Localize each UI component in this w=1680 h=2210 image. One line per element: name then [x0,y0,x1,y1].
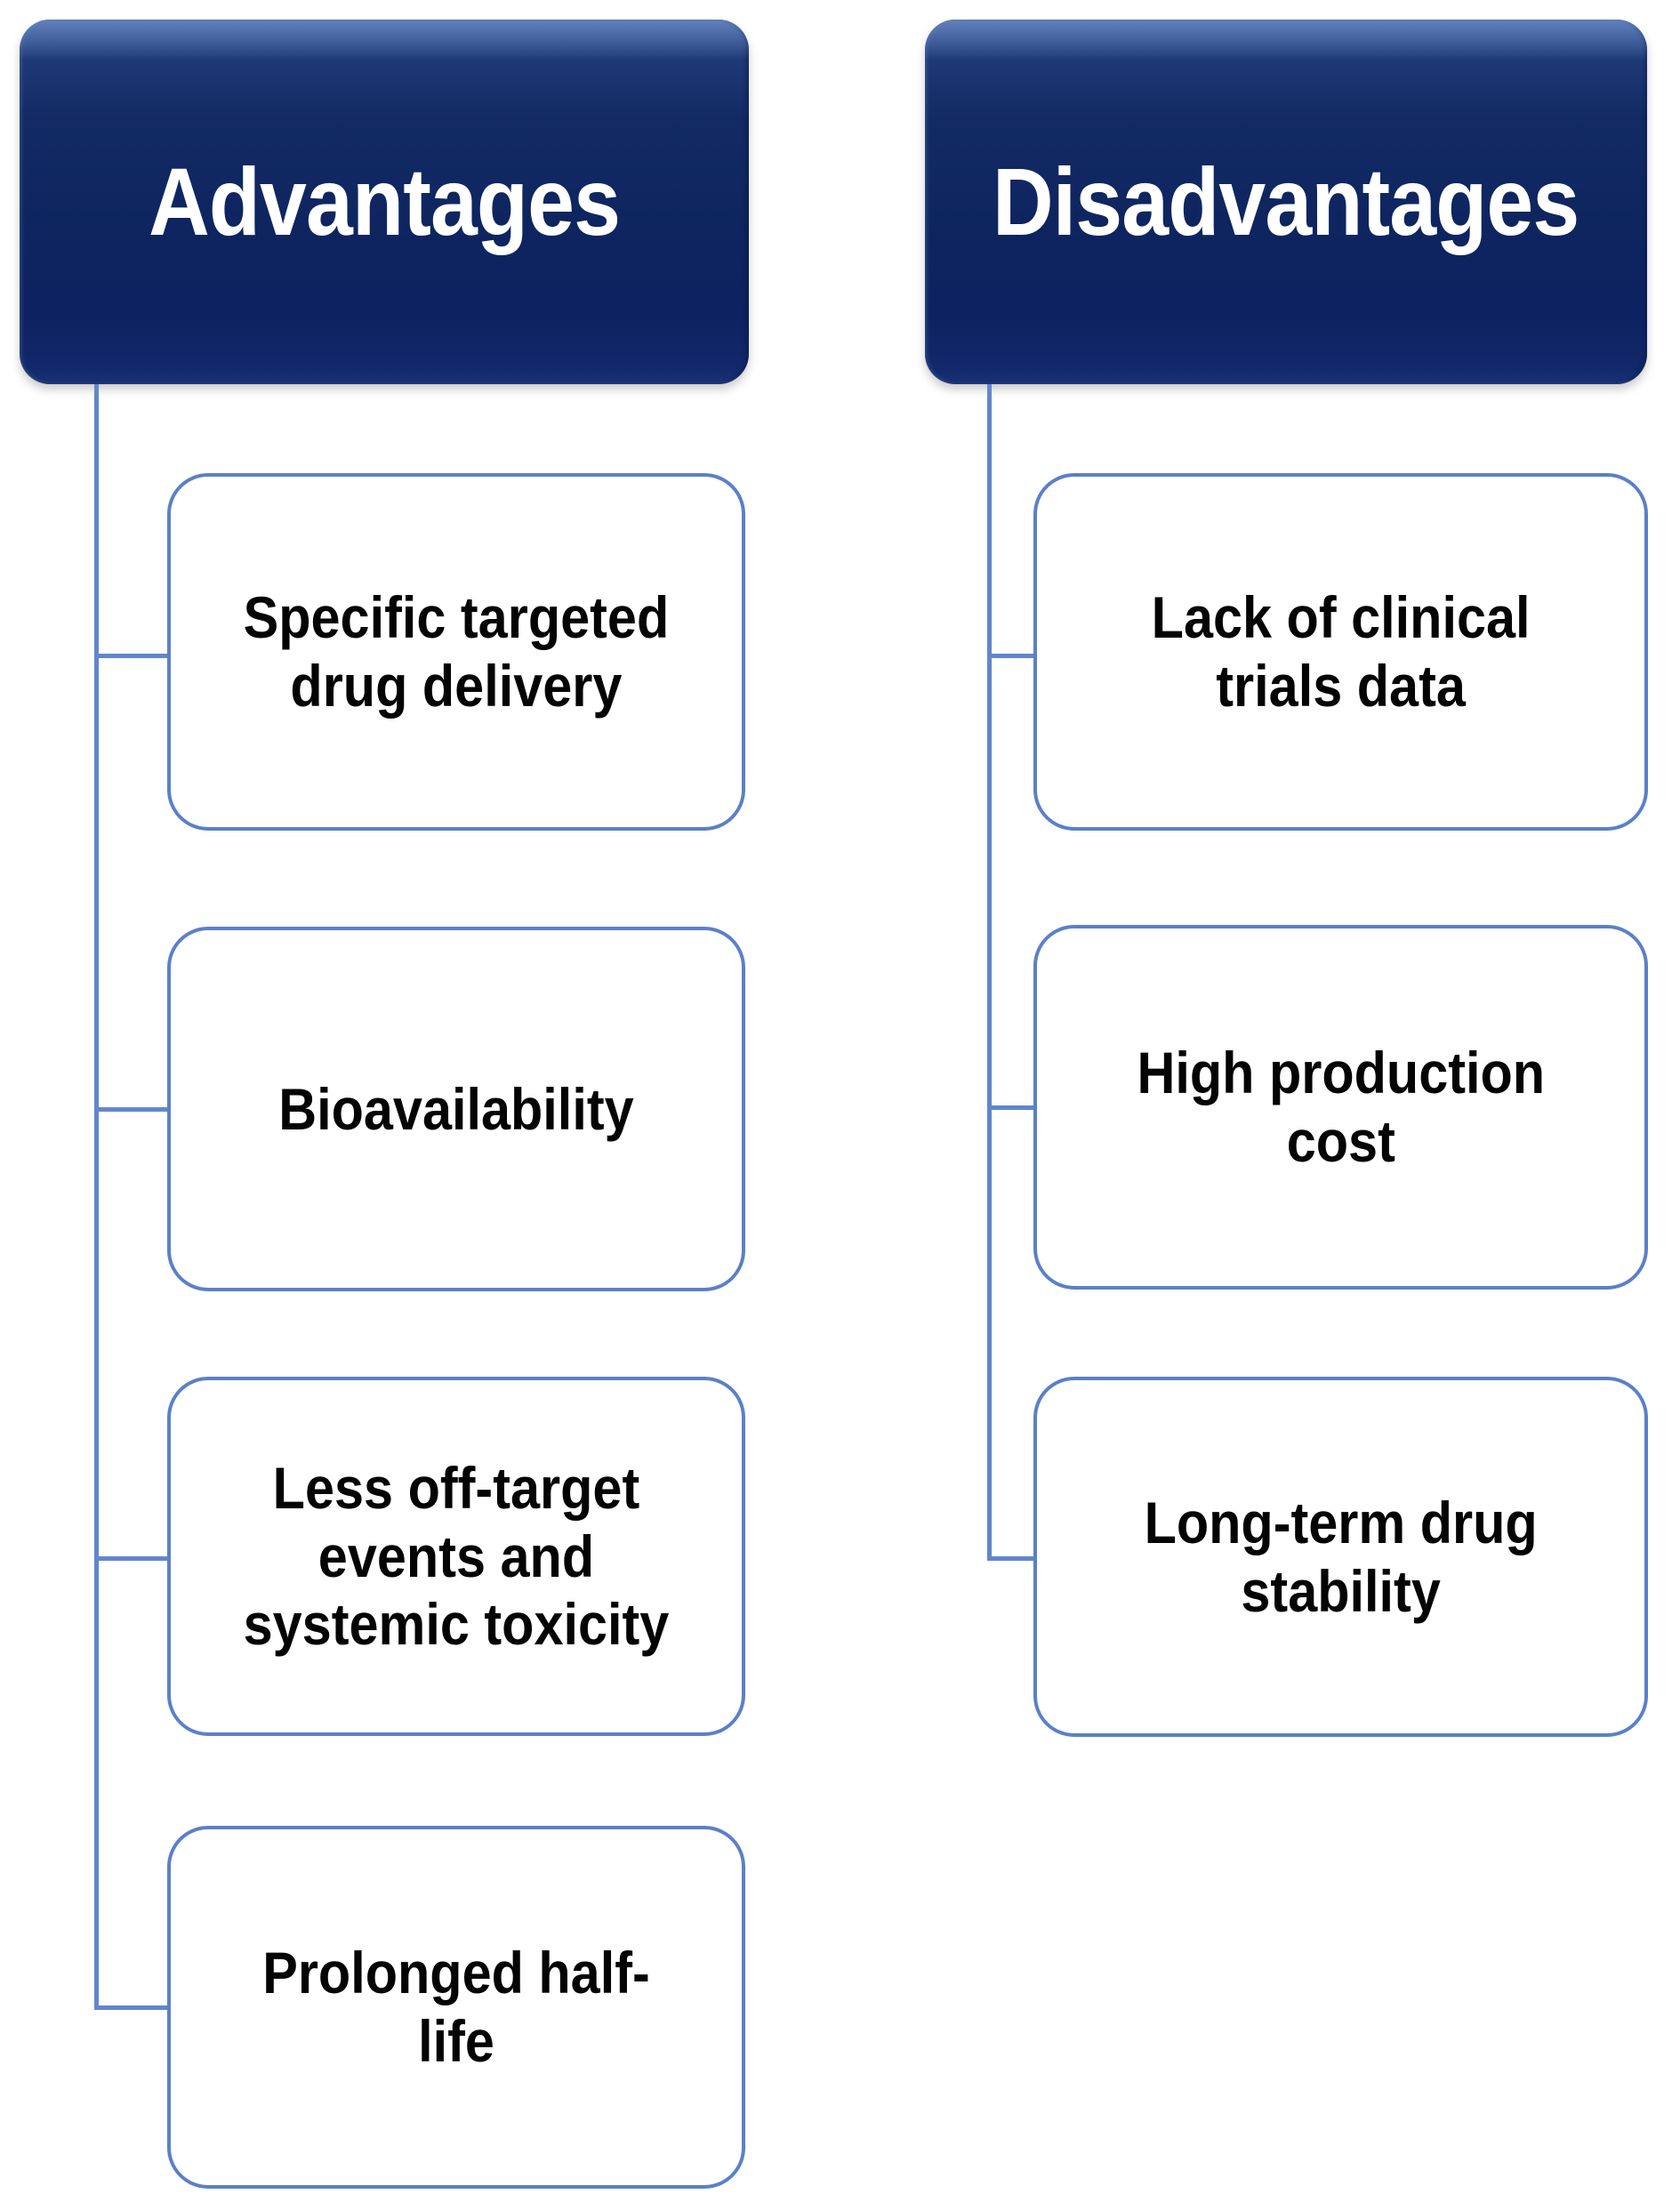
leaf-box-advantages-2[interactable]: Bioavailability [167,927,745,1291]
leaf-box-advantages-3[interactable]: Less off-target events and systemic toxi… [167,1377,745,1736]
leaf-box-advantages-1[interactable]: Specific targeted drug delivery [167,473,745,831]
leaf-label-advantages-3: Less off-target events and systemic toxi… [243,1455,670,1658]
leaf-label-disadvantages-3: Long-term drug stability [1144,1489,1538,1624]
leaf-label-advantages-4: Prolonged half- life [262,1940,650,2074]
leaf-box-disadvantages-3[interactable]: Long-term drug stability [1033,1377,1648,1737]
leaf-box-advantages-4[interactable]: Prolonged half- life [167,1826,745,2189]
leaf-label-advantages-2: Bioavailability [278,1075,634,1142]
leaf-box-disadvantages-1[interactable]: Lack of clinical trials data [1033,473,1648,831]
header-box-advantages[interactable]: Advantages [20,20,749,384]
connector-stub-advantages-3 [94,1556,169,1561]
leaf-label-advantages-1: Specific targeted drug delivery [243,584,670,719]
header-label-disadvantages: Disadvantages [993,148,1580,255]
header-box-disadvantages[interactable]: Disadvantages [925,20,1647,384]
connector-stub-advantages-4 [94,2005,169,2010]
connector-stub-disadvantages-2 [987,1105,1037,1110]
leaf-box-disadvantages-2[interactable]: High production cost [1033,925,1648,1290]
connector-stub-disadvantages-3 [987,1556,1037,1561]
leaf-label-disadvantages-1: Lack of clinical trials data [1151,584,1531,719]
leaf-label-disadvantages-2: High production cost [1137,1040,1545,1174]
header-label-advantages: Advantages [149,148,621,255]
connector-stub-disadvantages-1 [987,654,1037,658]
connector-trunk-advantages [94,384,99,2007]
connector-stub-advantages-2 [94,1107,169,1112]
connector-stub-advantages-1 [94,654,169,658]
connector-trunk-disadvantages [987,384,992,1558]
